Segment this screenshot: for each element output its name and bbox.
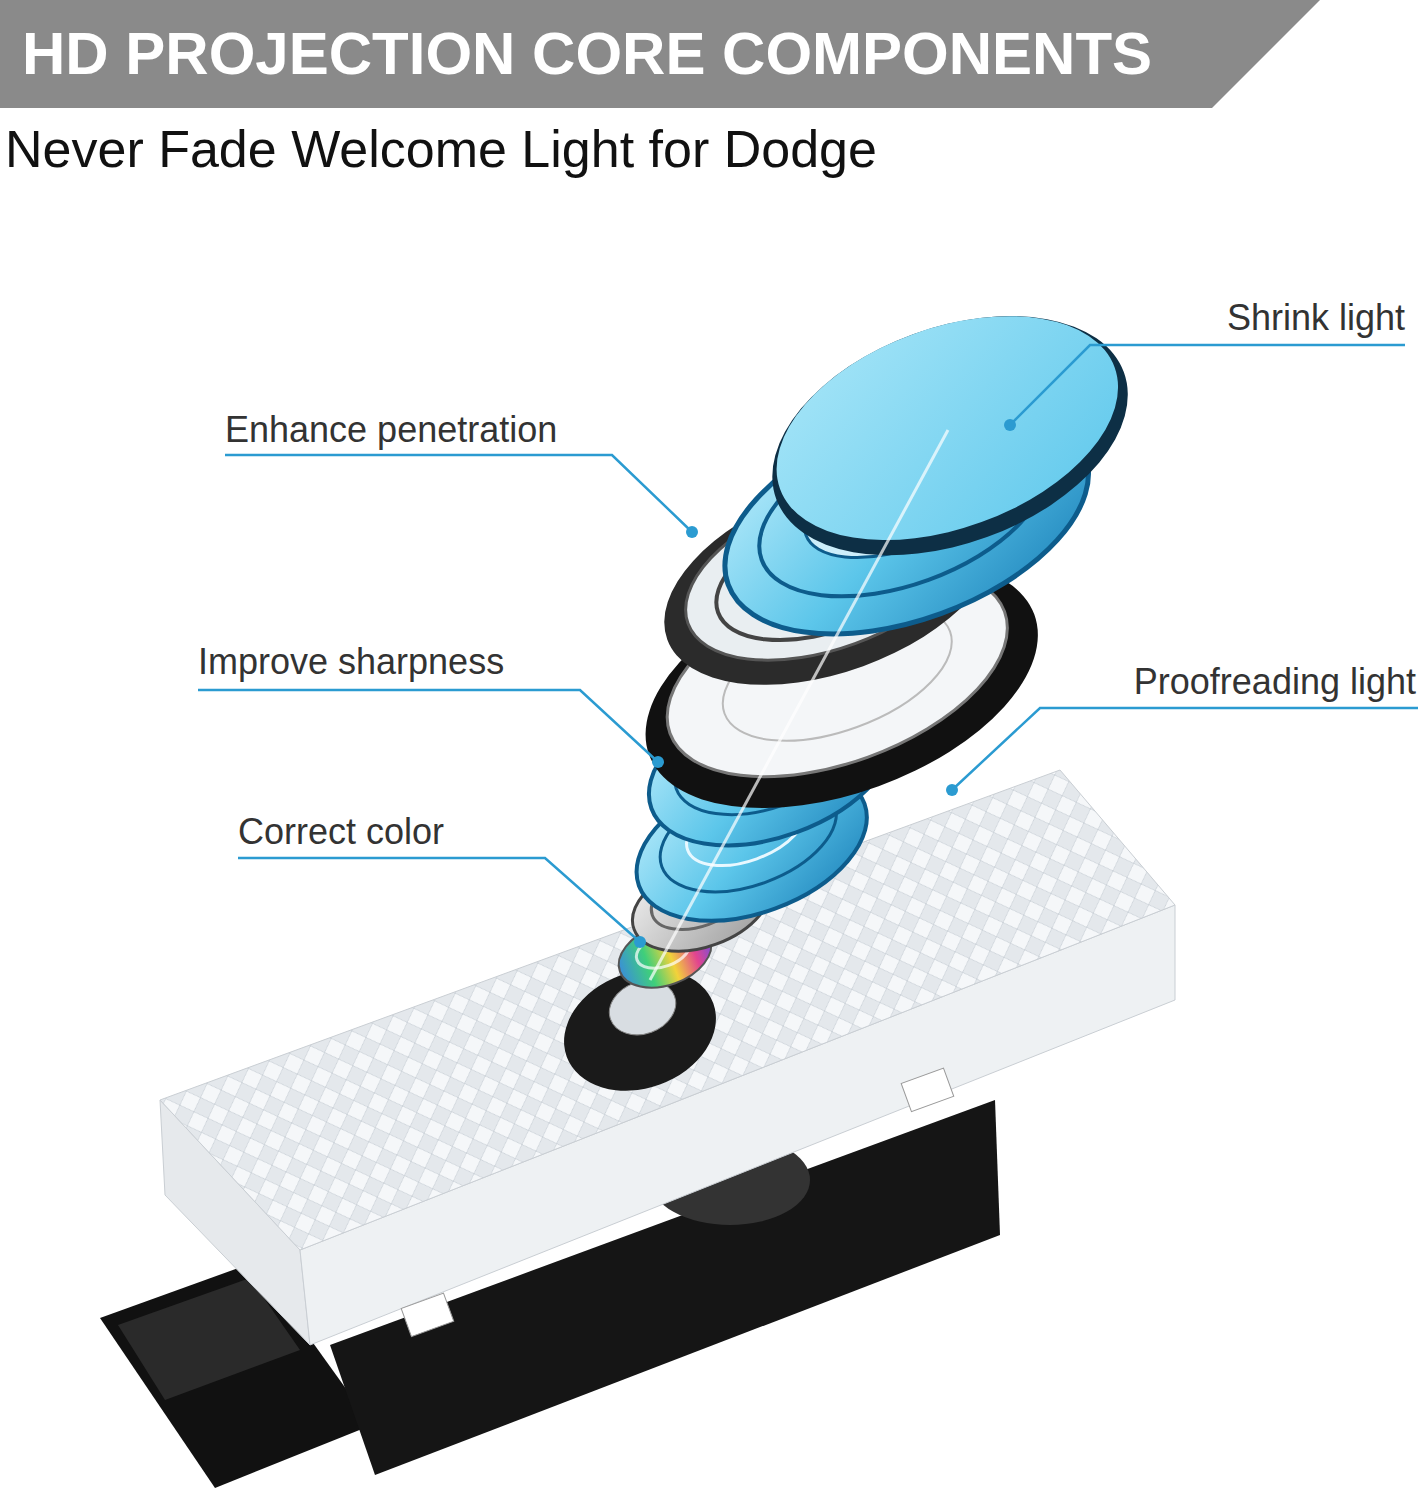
- leader-dot: [946, 784, 958, 796]
- leader-dot: [652, 756, 664, 768]
- clip: [401, 1293, 454, 1337]
- leader-line: [225, 455, 692, 532]
- leader-dot: [1004, 419, 1016, 431]
- clip: [901, 1068, 954, 1112]
- title-bar: [0, 0, 1320, 108]
- leader-line: [198, 690, 658, 762]
- part-label: Shrink light: [1227, 296, 1405, 339]
- part-label: Correct color: [238, 810, 444, 853]
- lens: [739, 271, 1161, 601]
- optical-axis: [650, 430, 948, 980]
- part-label: Improve sharpness: [198, 640, 504, 683]
- part-label: Enhance penetration: [225, 408, 557, 451]
- leader-line: [952, 708, 1418, 790]
- title: HD PROJECTION CORE COMPONENTS: [22, 18, 1152, 90]
- subtitle: Never Fade Welcome Light for Dodge: [5, 118, 877, 180]
- leader-line: [238, 858, 640, 942]
- leader-dot: [686, 526, 698, 538]
- leader-line: [1010, 345, 1405, 425]
- part-label: Proofreading light: [1134, 660, 1416, 703]
- leader-dot: [634, 936, 646, 948]
